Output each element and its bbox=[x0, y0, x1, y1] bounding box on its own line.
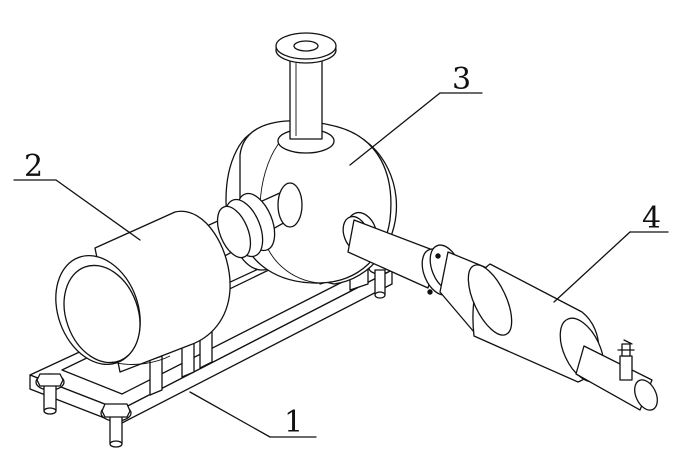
label-2: 2 bbox=[24, 149, 43, 184]
motor bbox=[55, 210, 231, 373]
bolt-front-left bbox=[35, 373, 65, 415]
label-4: 4 bbox=[642, 201, 661, 236]
label-4-group: 4 bbox=[553, 201, 669, 303]
inlet-pipe bbox=[275, 32, 337, 154]
label-3: 3 bbox=[452, 62, 471, 97]
label-3-group: 3 bbox=[349, 62, 483, 166]
label-2-group: 2 bbox=[13, 149, 141, 241]
label-1: 1 bbox=[284, 405, 303, 440]
bolt-front-right bbox=[100, 403, 132, 448]
outlet-pipe-assembly bbox=[342, 211, 658, 411]
label-1-group: 1 bbox=[189, 391, 317, 440]
drive-shaft-coupling bbox=[197, 182, 303, 263]
